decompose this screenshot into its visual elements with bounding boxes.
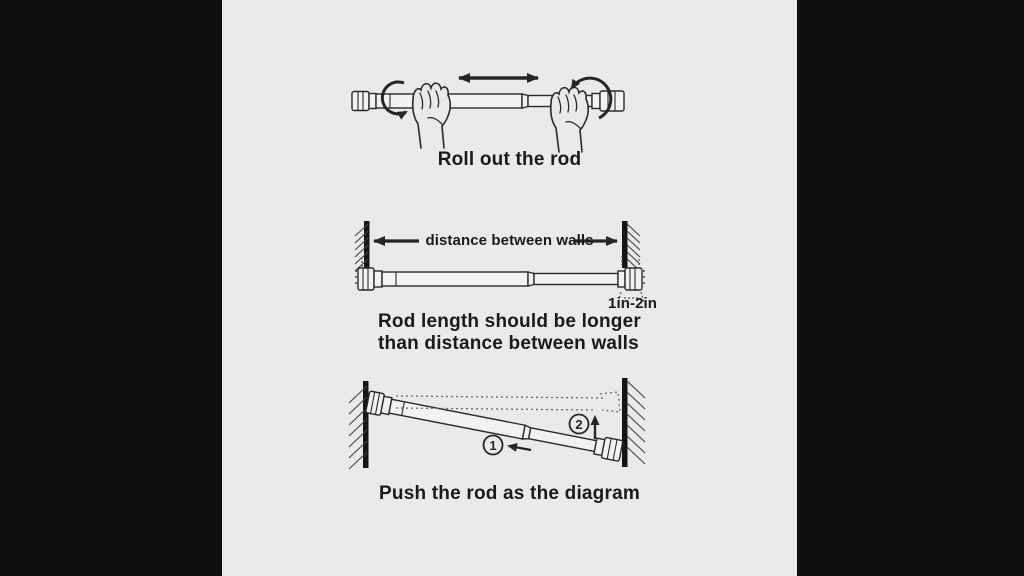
step-2-marker (568, 413, 590, 435)
figure-push: 1 2 (348, 378, 646, 470)
extension-dimension-ticks (617, 291, 645, 304)
wall-reference-ticks (361, 256, 640, 267)
right-wall (622, 221, 628, 268)
caption-roll-out: Roll out the rod (437, 149, 582, 170)
right-wall-hatching (626, 380, 646, 465)
final-position-ghost (395, 391, 621, 413)
step-1-marker-number: 1 (489, 438, 496, 453)
left-wall-hatching (354, 223, 369, 272)
tension-rod-tilted (365, 390, 624, 462)
instruction-panel: 1 2 Roll out the rod distance between wa… (222, 0, 797, 576)
left-wall (364, 221, 370, 268)
step-1-marker (482, 434, 504, 456)
rotate-left-arrow-icon (380, 80, 408, 120)
rotate-right-arrow-icon (570, 76, 613, 120)
left-hand (411, 82, 452, 149)
caption-rod-length-line2: than distance between walls (378, 333, 639, 354)
right-hand (549, 86, 590, 153)
left-wall-hatching (348, 385, 368, 470)
dimension-label: distance between walls (425, 232, 594, 249)
step-2-marker-number: 2 (575, 417, 582, 432)
right-wall-hatching (626, 223, 641, 272)
push-left-arrow-icon (507, 443, 532, 452)
left-wall (363, 381, 369, 468)
figure-roll-out (351, 73, 625, 153)
caption-rod-length-line1: Rod length should be longer (378, 311, 641, 332)
caption-push: Push the rod as the diagram (379, 483, 640, 504)
right-wall (622, 378, 628, 467)
diagram-artwork: 1 2 (348, 73, 646, 470)
figure-rod-length (354, 221, 645, 304)
caption-rod-length: Rod length should be longer than distanc… (378, 311, 641, 355)
tension-rod (355, 267, 645, 291)
extension-label: 1in-2in (608, 295, 658, 312)
